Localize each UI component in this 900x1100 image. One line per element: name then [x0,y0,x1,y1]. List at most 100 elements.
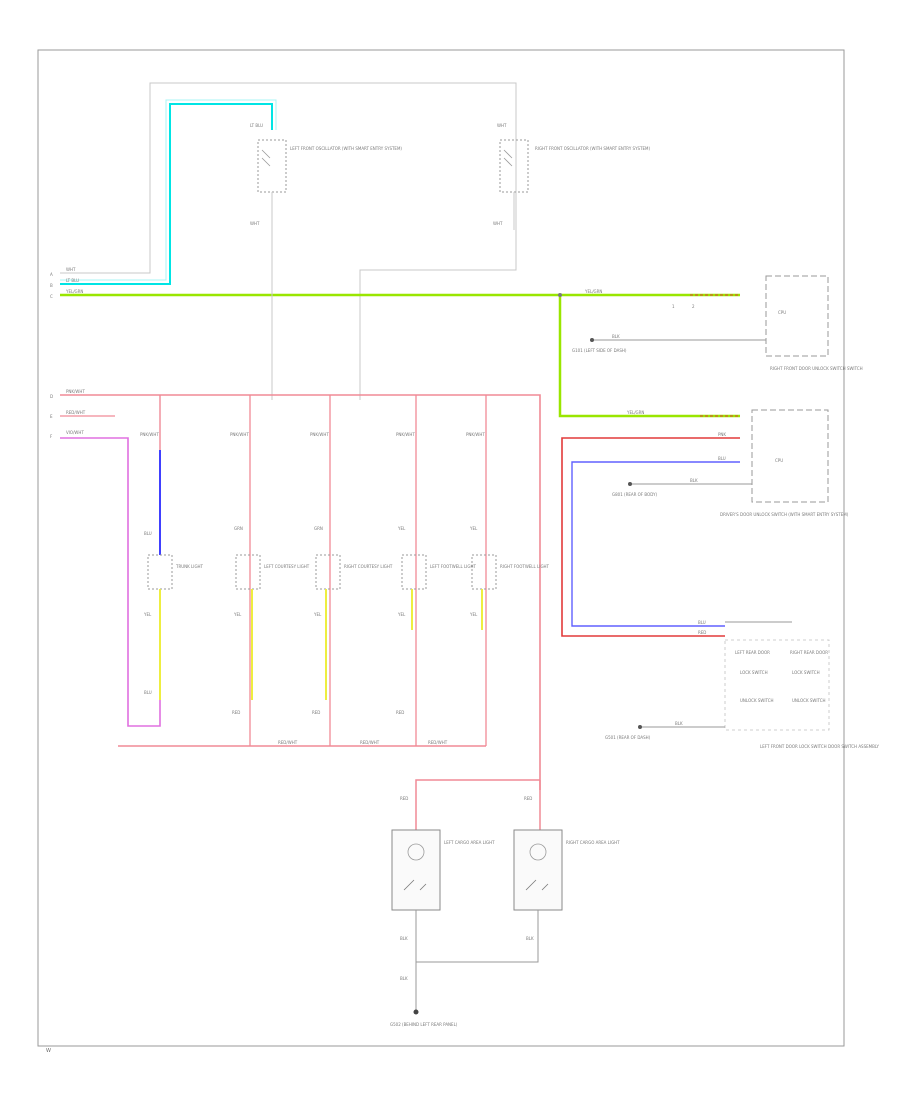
right-top-pin-2: 2 [692,304,695,309]
bottom-bus-label-1: RED/WHT [278,740,298,745]
door-block-ground-label: G501 (REAR OF DASH) [605,735,651,740]
right-mid-module-label: DRIVER'S DOOR UNLOCK SWITCH (WITH SMART … [720,512,849,517]
svg-text:PNK/WHT: PNK/WHT [396,432,415,437]
blu-long-wire [571,461,740,627]
white-wire-top [60,82,517,400]
yel-grn-bus-label: YEL/GRN [584,289,602,294]
door-block-item-6: UNLOCK SWITCH [792,698,826,703]
osc-left-ground-wire: WHT [250,221,260,226]
osc-right-box [499,139,529,193]
svg-text:YEL: YEL [233,612,242,617]
connector-pin-d: D [50,394,53,399]
connector-pin-e: E [50,414,53,419]
svg-text:YEL: YEL [143,612,152,617]
door-block-item-2: RIGHT REAR DOOR [790,650,828,655]
right-top-ground-icon [590,338,594,342]
right-top-ground-label: G101 (LEFT SIDE OF DASH) [572,348,627,353]
right-top-blk-label: BLK [612,334,620,339]
svg-text:PNK/WHT: PNK/WHT [230,432,249,437]
osc-right-wire: WHT [497,123,507,128]
right-top-module-cpu: CPU [778,310,786,315]
door-block-red-label: RED [698,630,706,635]
svg-text:RED: RED [232,710,240,715]
right-top-pin-1: 1 [672,304,675,309]
svg-text:BLU: BLU [144,531,152,536]
footer-code: W [46,1048,51,1054]
right-mid-ground-icon [628,482,632,486]
connector-pin-c: C [50,294,53,299]
lamp-4: PNK/WHT YEL LEFT FOOTWELL LIGHT YEL RED [396,395,476,746]
svg-text:YEL: YEL [397,612,406,617]
svg-text:LEFT CARGO AREA LIGHT: LEFT CARGO AREA LIGHT [444,840,495,845]
diagram-frame [37,49,845,1047]
osc-left-label: LEFT FRONT OSCILLATOR (WITH SMART ENTRY … [290,146,402,151]
svg-text:BLU: BLU [144,690,152,695]
vio-wire [60,437,161,727]
right-top-module-box [765,275,829,357]
connector-pin-f: F [50,434,53,439]
cargo-left-wire: RED [400,796,408,801]
pnk-wht-bus [60,394,541,790]
svg-text:BLK: BLK [526,936,534,941]
svg-text:YEL: YEL [397,526,406,531]
osc-left-wire: LT BLU [250,123,263,128]
svg-text:RIGHT CARGO AREA LIGHT: RIGHT CARGO AREA LIGHT [566,840,620,845]
svg-text:YEL: YEL [469,612,478,617]
door-block-outline [724,639,830,731]
right-mid-module-cpu: CPU [775,458,783,463]
lt-blu-wire [60,103,273,285]
wire-label-redwht: RED/WHT [66,410,86,415]
osc-right-label: RIGHT FRONT OSCILLATOR (WITH SMART ENTRY… [535,146,650,151]
cargo-light-right: RIGHT CARGO AREA LIGHT BLK [416,829,620,963]
svg-text:BLK: BLK [400,936,408,941]
yel-grn-branch [558,295,740,418]
right-top-module-label: RIGHT FRONT DOOR UNLOCK SWITCH SWITCH [770,366,863,371]
svg-text:RED: RED [312,710,320,715]
svg-text:GRN: GRN [314,526,323,531]
cargo-feed-wire [415,779,540,830]
svg-text:YEL: YEL [469,526,478,531]
connector-pin-b: B [50,283,53,288]
wire-label-wht: WHT [66,267,76,272]
osc-right-ground-wire: WHT [493,221,503,226]
svg-text:PNK/WHT: PNK/WHT [140,432,159,437]
junction-dot [558,293,562,297]
osc-right-coil-icon [503,149,513,167]
wire-label-yelgrn: YEL/GRN [65,289,83,294]
svg-text:RIGHT COURTESY LIGHT: RIGHT COURTESY LIGHT [344,564,393,569]
right-mid-blu-label: BLU [718,456,726,461]
svg-text:TRUNK LIGHT: TRUNK LIGHT [175,564,204,569]
svg-text:LEFT COURTESY LIGHT: LEFT COURTESY LIGHT [264,564,310,569]
cargo-right-wire: RED [524,796,532,801]
svg-text:RED: RED [396,710,404,715]
door-block-ground-icon [638,725,642,729]
door-block-item-5: UNLOCK SWITCH [740,698,774,703]
lt-blu-wire-inner [60,99,277,281]
door-block-label: LEFT FRONT DOOR LOCK SWITCH DOOR SWITCH … [760,744,880,749]
door-block-item-1: LEFT REAR DOOR [735,650,770,655]
lamp-3: PNK/WHT GRN RIGHT COURTESY LIGHT YEL RED [310,395,393,746]
bus-label: PNK/WHT [66,389,85,394]
door-block-item-3: LOCK SWITCH [740,670,768,675]
svg-text:PNK/WHT: PNK/WHT [310,432,329,437]
svg-text:PNK/WHT: PNK/WHT [466,432,485,437]
osc-left-box [257,139,287,193]
wire-label-viowht: VIO/WHT [66,430,84,435]
wire-label-ltblu: LT BLU [66,278,79,283]
bottom-ground-wire: BLK [400,976,408,981]
osc-left-coil-icon [261,149,271,167]
svg-text:YEL: YEL [313,612,322,617]
bottom-ground-icon [413,1009,419,1015]
right-mid-blk-label: BLK [690,478,698,483]
door-block-blu-label: BLU [698,620,706,625]
lamp-1: PNK/WHT BLU TRUNK LIGHT YEL BLU [140,395,204,700]
connector-pin-a: A [50,272,53,277]
door-block-item-4: LOCK SWITCH [792,670,820,675]
door-block-blk-label: BLK [675,721,683,726]
lamp-5: PNK/WHT YEL RIGHT FOOTWELL LIGHT YEL [466,395,550,746]
bottom-bus-label-2: RED/WHT [360,740,380,745]
svg-text:RIGHT FOOTWELL LIGHT: RIGHT FOOTWELL LIGHT [500,564,550,569]
bottom-ground-label: G502 (BEHIND LEFT REAR PANEL) [390,1022,458,1027]
right-mid-yel-grn-label: YEL/GRN [626,410,644,415]
